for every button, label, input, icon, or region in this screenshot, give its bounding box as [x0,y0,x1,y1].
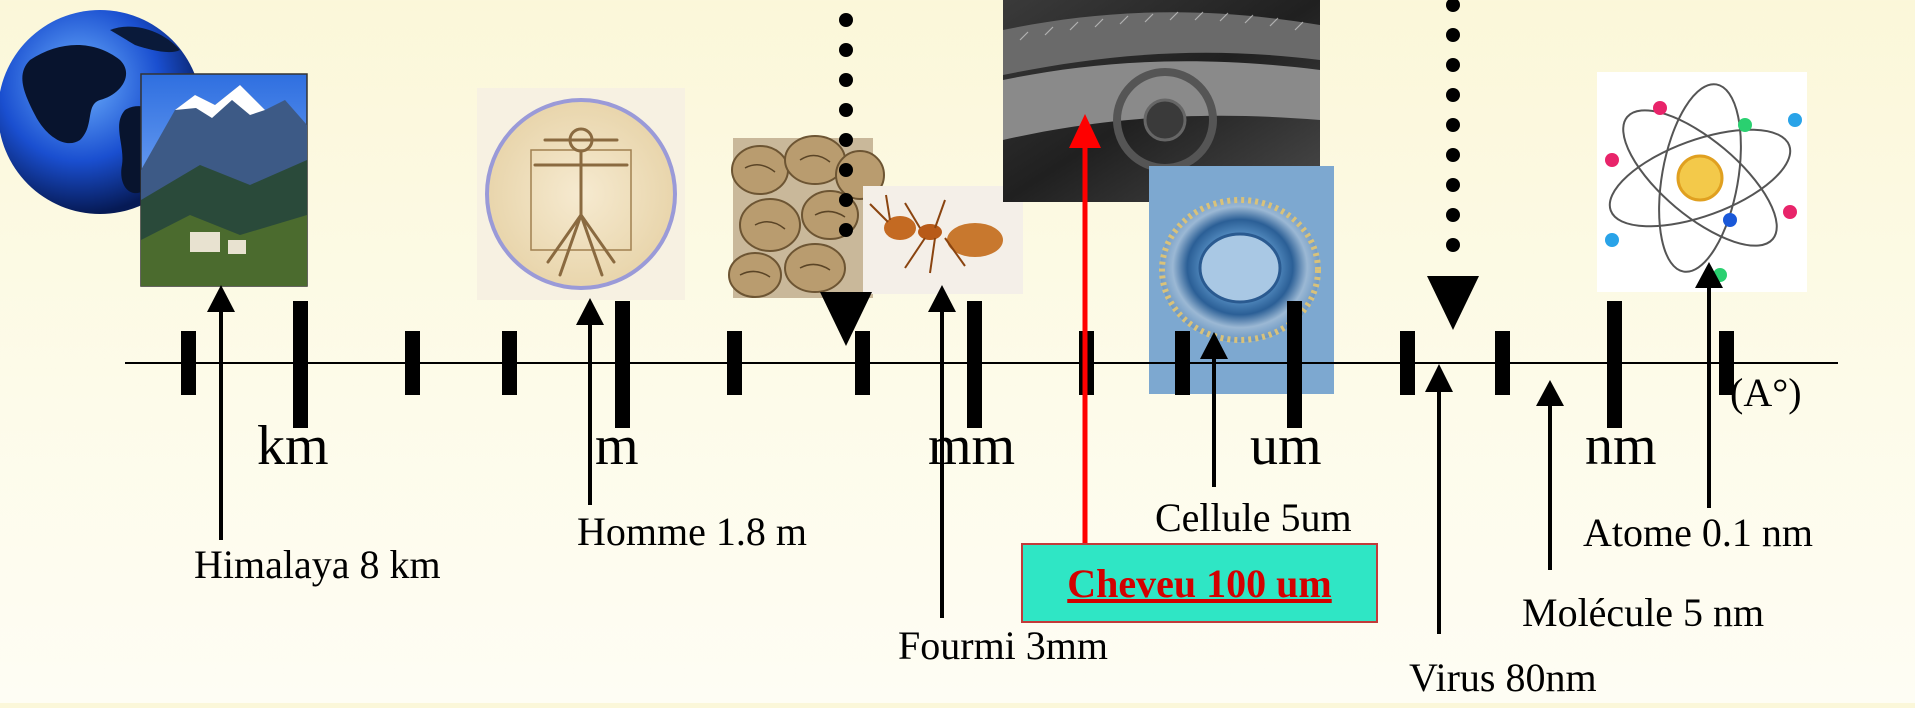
caption-himalaya: Himalaya 8 km [194,545,441,585]
caption-atome: Atome 0.1 nm [1583,513,1813,553]
unit-label-nm: nm [1585,418,1657,474]
caption-fourmi: Fourmi 3mm [898,626,1108,666]
unit-label-mm: mm [928,418,1015,474]
caption-cheveu-highlight: Cheveu 100 um [1021,543,1378,623]
unit-label-um: um [1250,418,1322,474]
ant-photo-icon [863,186,1023,294]
caption-molecule: Molécule 5 nm [1522,593,1764,633]
caption-cellule: Cellule 5um [1155,498,1352,538]
zoom-arrow-right [1427,0,1479,330]
unit-label-angstrom: (A°) [1730,373,1802,413]
unit-label-km: km [257,418,329,474]
vitruvian-man-icon [477,88,685,300]
unit-label-m: m [595,418,639,474]
mountain-photo-icon [141,74,307,286]
caption-homme: Homme 1.8 m [577,512,807,552]
caption-virus: Virus 80nm [1409,658,1597,698]
scale-ticks [181,301,1734,428]
atom-model-icon [1597,72,1807,292]
walnuts-photo-icon [729,136,884,298]
